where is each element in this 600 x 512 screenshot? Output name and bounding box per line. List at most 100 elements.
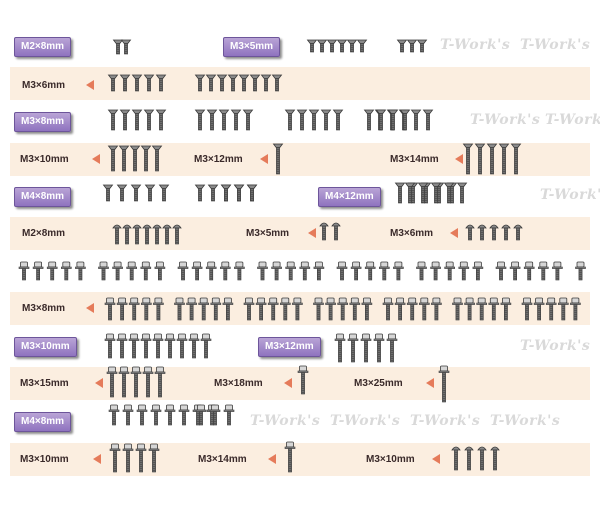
- button-screw: [132, 224, 142, 245]
- flange-screw: [142, 366, 154, 398]
- countersunk-screw: [242, 109, 254, 131]
- countersunk-screw: [498, 143, 510, 175]
- countersunk-screw: [308, 109, 320, 131]
- countersunk-screw: [404, 182, 416, 204]
- flange-screw: [488, 297, 500, 321]
- flange-screw: [552, 261, 563, 281]
- countersunk-screw: [332, 109, 344, 131]
- countersunk-screw: [205, 74, 217, 92]
- flange-screw: [393, 261, 404, 281]
- flange-screw: [141, 297, 152, 321]
- flange-screw: [438, 365, 450, 403]
- flange-screw: [386, 333, 398, 363]
- countersunk-screw: [320, 109, 332, 131]
- flange-screw: [106, 366, 118, 398]
- countersunk-screw: [118, 145, 130, 172]
- row-band: [10, 67, 590, 100]
- flange-screw: [174, 297, 185, 321]
- flange-screw: [271, 261, 282, 281]
- flange-screw: [257, 261, 268, 281]
- size-label: M3×8mm: [14, 112, 72, 132]
- countersunk-screw: [462, 143, 474, 175]
- button-screw: [172, 224, 182, 245]
- flange-screw: [285, 261, 297, 281]
- size-label: M3×10mm: [20, 454, 69, 465]
- size-label: M2×8mm: [14, 37, 72, 57]
- flange-screw: [198, 297, 209, 321]
- flange-screw: [116, 333, 128, 359]
- flange-screw: [243, 297, 255, 321]
- flange-screw: [418, 297, 430, 321]
- button-screw: [112, 224, 122, 245]
- flange-screw: [452, 297, 463, 321]
- size-label: M3×25mm: [354, 378, 403, 389]
- countersunk-screw: [151, 145, 163, 172]
- flange-screw: [122, 404, 134, 426]
- pointer-arrow: [93, 454, 101, 464]
- countersunk-screw: [356, 39, 368, 53]
- flange-screw: [98, 261, 109, 281]
- flange-screw: [313, 261, 325, 281]
- flange-screw: [75, 261, 86, 281]
- flange-screw: [458, 261, 470, 281]
- countersunk-screw: [131, 74, 143, 92]
- flange-screw: [118, 366, 130, 398]
- flange-screw: [140, 333, 152, 359]
- size-label: M3×10mm: [14, 337, 77, 357]
- flange-screw: [545, 297, 557, 321]
- countersunk-screw: [155, 109, 167, 131]
- watermark: T-Work's: [520, 338, 591, 354]
- flange-screw: [570, 297, 581, 321]
- pointer-arrow: [284, 378, 292, 388]
- flange-screw: [472, 261, 484, 281]
- flange-screw: [575, 261, 586, 281]
- countersunk-screw: [456, 182, 468, 204]
- flange-screw: [284, 441, 296, 473]
- flange-screw: [476, 297, 488, 321]
- countersunk-screw: [116, 184, 128, 202]
- button-screw: [513, 224, 523, 241]
- flange-screw: [136, 404, 148, 426]
- button-screw: [162, 224, 172, 245]
- flange-screw: [148, 443, 160, 473]
- flange-screw: [523, 261, 535, 281]
- flange-screw: [128, 333, 140, 359]
- pointer-arrow: [86, 80, 94, 90]
- countersunk-screw: [220, 184, 232, 202]
- flange-screw: [205, 261, 217, 281]
- countersunk-screw: [284, 109, 296, 131]
- countersunk-screw: [316, 39, 328, 53]
- flange-screw: [220, 261, 231, 281]
- watermark: T-Work's: [330, 413, 401, 429]
- flange-screw: [108, 404, 120, 426]
- watermark: T-Work's: [520, 37, 591, 53]
- size-label: M3×14mm: [198, 454, 247, 465]
- countersunk-screw: [375, 109, 387, 131]
- flange-screw: [500, 297, 512, 321]
- flange-screw: [431, 297, 442, 321]
- pointer-arrow: [268, 454, 276, 464]
- countersunk-screw: [238, 74, 250, 92]
- size-label: M4×8mm: [14, 187, 72, 207]
- flange-screw: [104, 297, 116, 321]
- flange-screw: [267, 297, 279, 321]
- countersunk-screw: [233, 184, 245, 202]
- flange-screw: [255, 297, 267, 321]
- button-screw: [319, 222, 329, 241]
- countersunk-screw: [396, 39, 408, 53]
- flange-screw: [191, 261, 203, 281]
- countersunk-screw: [260, 74, 272, 92]
- countersunk-screw: [422, 109, 434, 131]
- countersunk-screw: [230, 109, 242, 131]
- flange-screw: [177, 261, 189, 281]
- watermark: T-Work's: [410, 413, 481, 429]
- flange-screw: [112, 261, 123, 281]
- countersunk-screw: [144, 184, 156, 202]
- size-label: M3×8mm: [22, 303, 66, 314]
- countersunk-screw: [249, 74, 261, 92]
- flange-screw: [347, 333, 359, 363]
- flange-screw: [188, 333, 200, 359]
- countersunk-screw: [387, 109, 399, 131]
- flange-screw: [140, 261, 152, 281]
